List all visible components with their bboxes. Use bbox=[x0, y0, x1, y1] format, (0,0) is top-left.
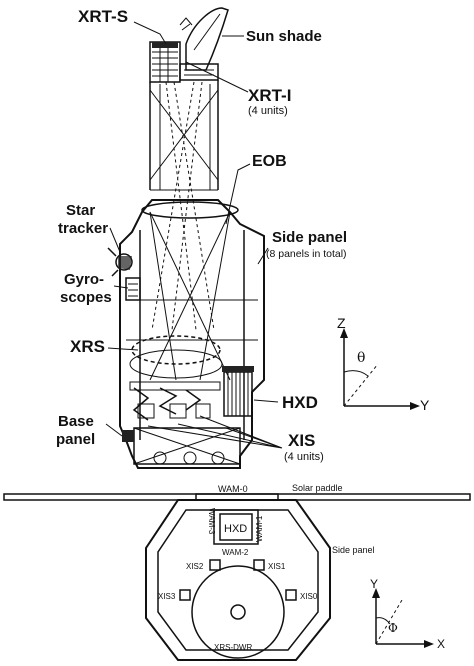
theta-label: θ bbox=[357, 350, 365, 366]
label-star-tracker-1: Star bbox=[66, 202, 95, 219]
label-side-panel-bottom: Side panel bbox=[332, 545, 375, 555]
label-wam1: WAM-1 bbox=[255, 515, 264, 542]
sun-shade-edge bbox=[193, 13, 221, 51]
label-xis1: XIS1 bbox=[268, 562, 286, 571]
sun-shade-hinge bbox=[179, 17, 193, 31]
label-xis0: XIS0 bbox=[300, 592, 318, 601]
leader-gyro bbox=[113, 285, 129, 289]
label-xrs-dwr: XRS-DWR bbox=[214, 643, 252, 652]
label-xrt-i-count: (4 units) bbox=[248, 105, 288, 117]
xrt-s-grid bbox=[152, 51, 178, 77]
hxd-inner bbox=[219, 513, 253, 541]
xrs-dwr-circle bbox=[191, 565, 285, 659]
label-xrt-s: XRT-S bbox=[78, 7, 128, 26]
xrt-i-plate-detail bbox=[184, 69, 214, 76]
gyroscopes bbox=[125, 277, 141, 301]
label-wam3: WAM-3 bbox=[207, 508, 216, 535]
satellite-top-layout: Solar paddle WAM-0 Side panel HXD WAM-3 … bbox=[3, 483, 471, 661]
label-base-panel-2: panel bbox=[56, 431, 95, 448]
z-arrow bbox=[340, 328, 348, 338]
eob-bracing bbox=[149, 89, 219, 191]
leader-xrs bbox=[107, 347, 139, 351]
optical-paths bbox=[151, 81, 215, 331]
label-solar-paddle: Solar paddle bbox=[292, 483, 343, 493]
phi-label: Φ bbox=[388, 621, 398, 635]
satellite-side-view: XRT-S Sun shade XRT-I (4 units) EOB Star… bbox=[56, 7, 347, 469]
xis2-square bbox=[209, 559, 221, 571]
eob-outer bbox=[149, 80, 219, 190]
label-gyro-1: Gyro- bbox=[64, 271, 104, 288]
label-wam2: WAM-2 bbox=[222, 548, 249, 557]
z-axis-label: Z bbox=[337, 315, 346, 331]
leader-star-tracker bbox=[109, 227, 121, 253]
octagon-inner bbox=[157, 509, 319, 651]
y-axis-label-bottom: Y bbox=[370, 577, 378, 591]
leader-hxd bbox=[253, 399, 279, 403]
label-xis2: XIS2 bbox=[186, 562, 204, 571]
sun-shade bbox=[185, 7, 229, 71]
label-hxd: HXD bbox=[282, 393, 318, 412]
xrs-dwr-center bbox=[230, 604, 246, 620]
xrt-i-plate bbox=[179, 63, 219, 81]
label-xis: XIS bbox=[288, 431, 315, 450]
leader-xrt-s bbox=[133, 21, 167, 45]
octagon-side-panels bbox=[145, 499, 331, 661]
label-wam0: WAM-0 bbox=[218, 484, 248, 494]
label-side-panel: Side panel bbox=[272, 229, 347, 246]
body-struts bbox=[149, 211, 231, 381]
eob-inner bbox=[159, 84, 211, 190]
label-star-tracker-2: tracker bbox=[58, 220, 108, 237]
yx-axes: Y X Φ bbox=[370, 577, 445, 651]
xis-units bbox=[129, 381, 221, 421]
leader-eob bbox=[225, 163, 251, 225]
leader-xis bbox=[147, 415, 283, 449]
label-xrs: XRS bbox=[70, 337, 105, 356]
label-base-panel-1: Base bbox=[58, 413, 94, 430]
leader-side-panel bbox=[257, 247, 269, 265]
xrt-s-top bbox=[152, 42, 178, 48]
xrs-ring bbox=[129, 349, 223, 379]
y-arrow bbox=[410, 402, 420, 410]
body-horizontal bbox=[126, 299, 258, 341]
leader-base-panel bbox=[105, 423, 123, 437]
y-axis-label: Y bbox=[420, 397, 430, 413]
hxd-square bbox=[213, 509, 259, 545]
zy-axes: Z Y θ bbox=[337, 315, 430, 413]
label-xrt-i: XRT-I bbox=[248, 86, 291, 105]
label-xis3: XIS3 bbox=[158, 592, 176, 601]
star-tracker bbox=[107, 247, 133, 277]
label-side-panel-count: (8 panels in total) bbox=[266, 248, 347, 260]
xis0-square bbox=[285, 589, 297, 601]
gyro-detail bbox=[128, 283, 138, 297]
y-arrow-bottom bbox=[372, 588, 380, 598]
label-hxd-bottom: HXD bbox=[224, 523, 247, 535]
label-eob: EOB bbox=[252, 153, 287, 170]
xrt-s-grid-v bbox=[159, 48, 169, 82]
xis3-square bbox=[179, 589, 191, 601]
label-sun-shade: Sun shade bbox=[246, 28, 322, 45]
theta-direction bbox=[343, 363, 379, 407]
leader-xrt-i bbox=[185, 61, 249, 93]
body-top-ring bbox=[141, 201, 239, 219]
xis1-square bbox=[253, 559, 265, 571]
phi-arc bbox=[375, 617, 391, 625]
x-axis-label-bottom: X bbox=[437, 637, 445, 651]
label-gyro-2: scopes bbox=[60, 289, 112, 306]
xrs-dewar bbox=[131, 335, 221, 365]
main-body-outline bbox=[119, 199, 265, 469]
theta-arc bbox=[343, 370, 369, 377]
label-xis-count: (4 units) bbox=[284, 451, 324, 463]
x-arrow-bottom bbox=[424, 640, 434, 648]
hxd-unit bbox=[222, 366, 254, 417]
